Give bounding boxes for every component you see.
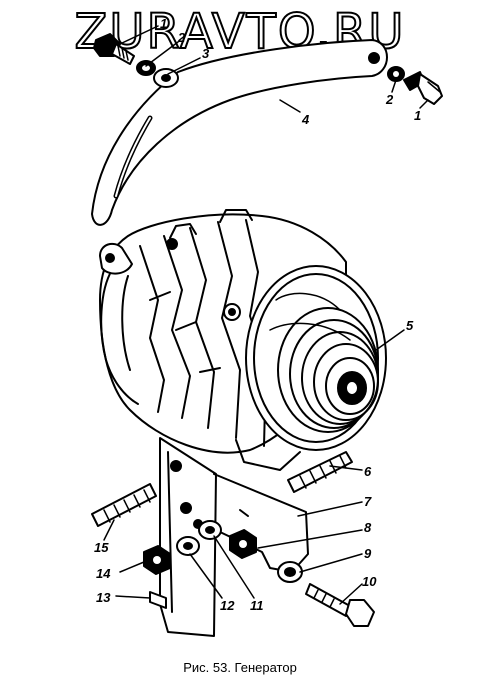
figure-caption: Рис. 53. Генератор bbox=[183, 660, 297, 675]
callout-12: 12 bbox=[220, 598, 235, 613]
leader-lines bbox=[103, 25, 429, 605]
stud-6 bbox=[287, 451, 353, 493]
pulley bbox=[245, 265, 387, 451]
bolt-10 bbox=[305, 583, 375, 627]
callout-3: 3 bbox=[202, 46, 210, 61]
stud-15 bbox=[91, 483, 157, 527]
callout-4: 4 bbox=[301, 112, 310, 127]
callout-1-left: 1 bbox=[160, 16, 167, 31]
callout-labels: 1 2 3 4 2 1 5 6 7 8 9 10 11 12 13 14 15 bbox=[94, 16, 421, 613]
callout-5: 5 bbox=[406, 318, 414, 333]
callout-10: 10 bbox=[362, 574, 377, 589]
callout-15: 15 bbox=[94, 540, 109, 555]
bolt-1-right bbox=[403, 71, 443, 105]
bolt-1-left bbox=[93, 33, 135, 65]
callout-1-right: 1 bbox=[414, 108, 421, 123]
callout-8: 8 bbox=[364, 520, 372, 535]
callout-7: 7 bbox=[364, 494, 372, 509]
callout-2-right: 2 bbox=[385, 92, 394, 107]
callout-6: 6 bbox=[364, 464, 372, 479]
callout-11: 11 bbox=[250, 598, 264, 613]
callout-14: 14 bbox=[96, 566, 111, 581]
callout-2-left: 2 bbox=[177, 30, 186, 45]
callout-13: 13 bbox=[96, 590, 111, 605]
callout-9: 9 bbox=[364, 546, 372, 561]
